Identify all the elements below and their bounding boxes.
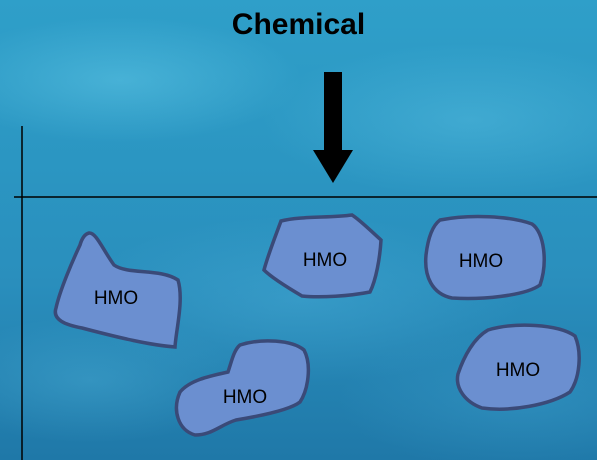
particle-5: HMO [455,323,581,411]
particle-label: HMO [496,360,540,381]
down-arrow-icon [313,72,353,183]
particle-label: HMO [303,250,347,271]
particle-1: HMO [53,231,182,349]
particle-label: HMO [459,251,503,272]
particle-4: HMO [174,339,311,437]
particle-label: HMO [94,288,138,309]
particle-2: HMO [262,213,383,299]
chemical-label: Chemical [231,8,366,41]
particle-label: HMO [223,387,267,408]
particle-3: HMO [423,214,546,301]
